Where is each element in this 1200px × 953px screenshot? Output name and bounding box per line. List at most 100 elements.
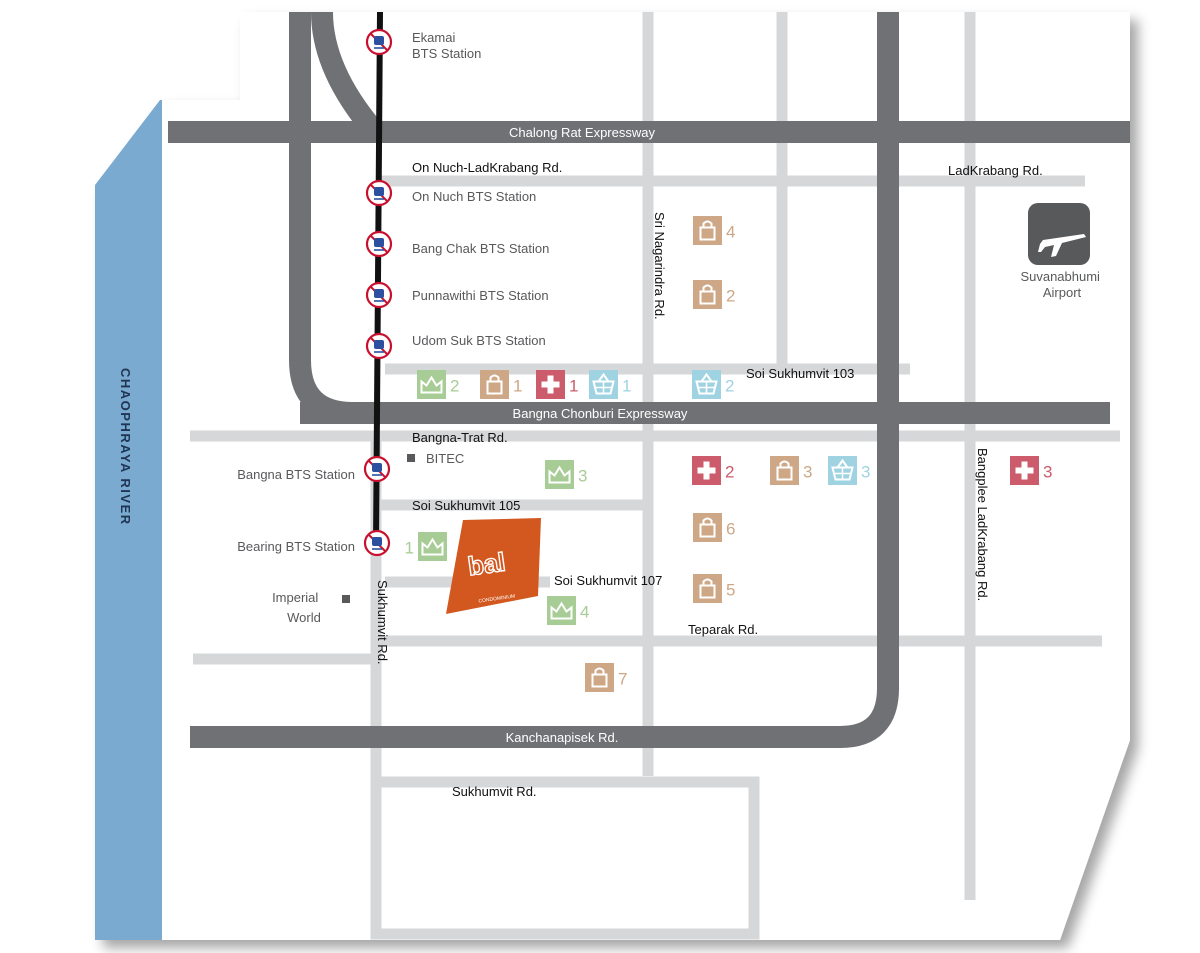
bts-station-punnawithi: Punnawithi BTS Station	[365, 281, 549, 309]
school-icon	[547, 596, 576, 625]
label-chaophraya-river: CHAOPHRAYA RIVER	[118, 368, 133, 526]
label-sukhumvit-road-vertical: Sukhumvit Rd.	[375, 580, 390, 665]
poi-number: 2	[726, 287, 735, 306]
shopping-icon	[693, 513, 722, 542]
project-logo-text: bal	[466, 547, 507, 582]
bts-train-icon	[363, 455, 391, 483]
label-imperial: Imperial	[272, 590, 318, 605]
shopping-icon	[693, 574, 722, 603]
poi-number: 3	[861, 463, 870, 482]
poi-hospital: 1	[536, 370, 578, 399]
expressway-ramp	[311, 12, 384, 140]
poi-hospital: 2	[692, 456, 734, 485]
school-icon	[545, 460, 574, 489]
poi-number: 3	[1043, 463, 1052, 482]
poi-number: 4	[580, 603, 589, 622]
school-icon	[418, 532, 447, 561]
poi-shopping: 2	[693, 280, 735, 309]
market-icon	[692, 370, 721, 399]
bts-station-bang-chak: Bang Chak BTS Station	[365, 230, 549, 258]
label-bitec: BITEC	[426, 451, 464, 466]
bts-station-bangna: Bangna BTS Station	[237, 455, 391, 483]
poi-number: 4	[726, 223, 735, 242]
imperial-world-marker-icon	[342, 595, 350, 603]
bitec-marker-icon	[407, 454, 415, 462]
poi-number: 5	[726, 581, 735, 600]
hospital-icon	[1010, 456, 1039, 485]
bts-train-icon	[365, 281, 393, 309]
bts-station-label-line1: Ekamai	[412, 30, 455, 45]
poi-number: 6	[726, 520, 735, 539]
project-logo-subtext: CONDOMINIUM	[478, 593, 515, 604]
map-background	[95, 12, 1130, 940]
bts-station-label-line2: BTS Station	[412, 46, 481, 61]
label-suvanabhumi-airport: Suvanabhumi Airport	[1020, 269, 1103, 300]
poi-shopping: 5	[693, 574, 735, 603]
bts-station-label: Udom Suk BTS Station	[412, 333, 546, 348]
shopping-icon	[693, 280, 722, 309]
market-icon	[589, 370, 618, 399]
poi-school: 1	[405, 532, 447, 561]
poi-number: 1	[513, 377, 522, 396]
poi-shopping: 4	[693, 216, 735, 245]
poi-number: 2	[450, 377, 459, 396]
label-bangna-chonburi-expressway: Bangna Chonburi Expressway	[513, 406, 688, 421]
bts-station-bearing: Bearing BTS Station	[237, 529, 391, 557]
poi-shopping: 3	[770, 456, 812, 485]
poi-hospital: 3	[1010, 456, 1052, 485]
shopping-icon	[693, 216, 722, 245]
project-logo: bal CONDOMINIUM	[446, 518, 541, 614]
bts-train-icon	[363, 529, 391, 557]
label-sukhumvit-road-lower: Sukhumvit Rd.	[452, 784, 537, 799]
label-suvanabhumi: Suvanabhumi	[1020, 269, 1100, 284]
bts-train-icon	[365, 332, 393, 360]
expressway-west-loop	[289, 12, 354, 424]
label-bangna-trat-road: Bangna-Trat Rd.	[412, 430, 508, 445]
kanchanapisek-road-line	[190, 12, 899, 748]
bts-train-icon	[365, 230, 393, 258]
bts-station-label: Bangna BTS Station	[237, 467, 355, 482]
poi-shopping: 6	[693, 513, 735, 542]
road-sukhumvit-loop	[370, 776, 760, 940]
poi-number: 7	[618, 670, 627, 689]
bts-station-udom-suk: Udom Suk BTS Station	[365, 332, 546, 360]
label-chalong-rat-expressway: Chalong Rat Expressway	[509, 125, 655, 140]
poi-number: 3	[578, 467, 587, 486]
poi-market: 3	[828, 456, 870, 485]
poi-number: 1	[569, 377, 578, 396]
school-icon	[417, 370, 446, 399]
poi-school: 2	[417, 370, 459, 399]
poi-number: 2	[725, 463, 734, 482]
label-bangplee-ladkrabang-road: Bangplee LadKrabang Rd.	[975, 448, 990, 601]
poi-school: 4	[547, 596, 589, 625]
label-teparak-road: Teparak Rd.	[688, 622, 758, 637]
shopping-icon	[585, 663, 614, 692]
label-soi-sukhumvit-105: Soi Sukhumvit 105	[412, 498, 520, 513]
expressways	[168, 12, 1130, 748]
hospital-icon	[692, 456, 721, 485]
bts-station-label: Bang Chak BTS Station	[412, 241, 549, 256]
poi-number: 3	[803, 463, 812, 482]
poi-market: 1	[589, 370, 631, 399]
poi-number: 2	[725, 377, 734, 396]
bts-station-label: On Nuch BTS Station	[412, 189, 536, 204]
poi-shopping: 1	[480, 370, 522, 399]
label-world: World	[287, 610, 321, 625]
label-on-nuch-ladkrabang-road: On Nuch-LadKrabang Rd.	[412, 160, 562, 175]
hospital-icon	[536, 370, 565, 399]
poi-school: 3	[545, 460, 587, 489]
label-ladkrabang-road: LadKrabang Rd.	[948, 163, 1043, 178]
label-imperial-world: Imperial World	[272, 590, 322, 625]
label-kanchanapisek-road: Kanchanapisek Rd.	[506, 730, 619, 745]
bts-station-on-nuch: On Nuch BTS Station	[365, 179, 536, 207]
label-soi-sukhumvit-107: Soi Sukhumvit 107	[554, 573, 662, 588]
minor-roads	[190, 12, 1120, 940]
bts-train-icon	[365, 179, 393, 207]
poi-shopping: 7	[585, 663, 627, 692]
road-labels: On Nuch-LadKrabang Rd. LadKrabang Rd. So…	[375, 160, 1043, 799]
market-icon	[828, 456, 857, 485]
